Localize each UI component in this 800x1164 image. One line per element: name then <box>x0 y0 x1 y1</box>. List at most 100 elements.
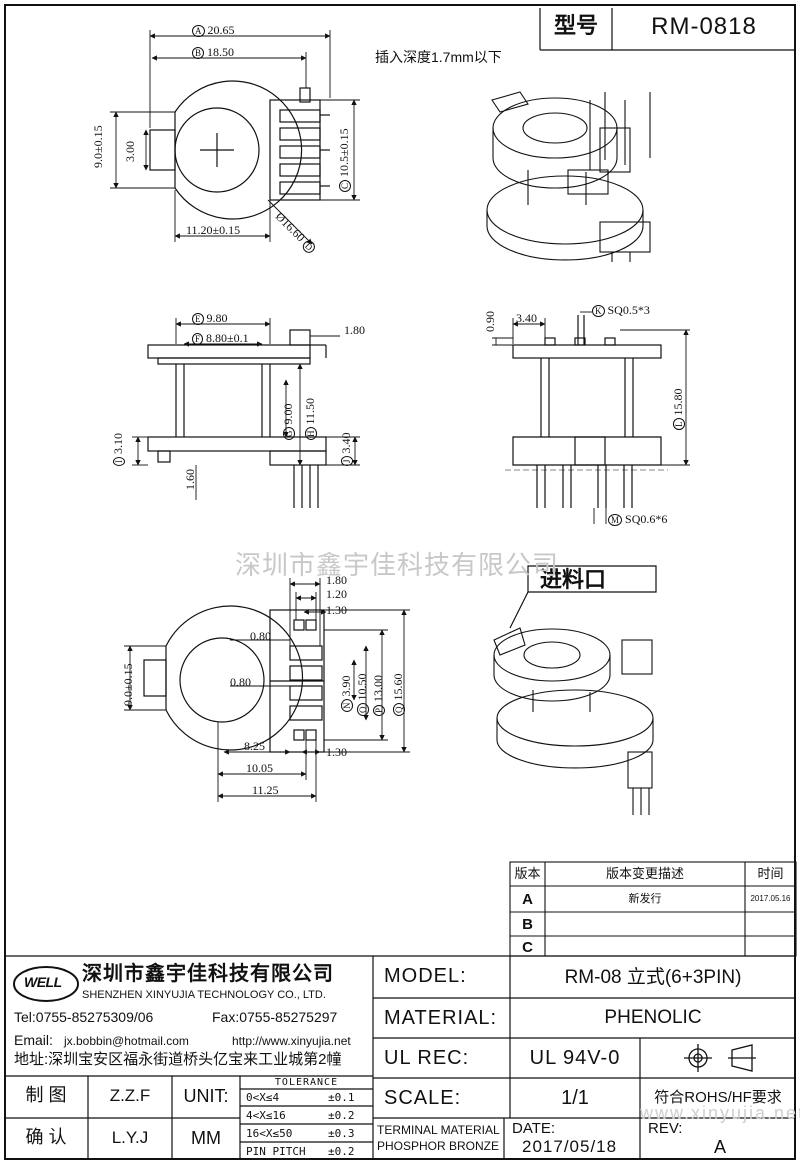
dim-F: 8.80±0.1 <box>206 331 249 345</box>
material-label: MATERIAL: <box>384 1007 498 1029</box>
date-label: DATE: <box>512 1120 556 1137</box>
circle-letter-Q: Q <box>393 703 405 716</box>
scale-label: SCALE: <box>384 1087 462 1109</box>
date-value: 2017/05/18 <box>522 1137 618 1156</box>
tolerance-range: 4<X≤16 <box>246 1109 286 1122</box>
rev-date-a: 2017.05.16 <box>750 894 791 903</box>
projection-symbol <box>684 1044 756 1072</box>
isometric-view-bottom <box>493 627 654 815</box>
tolerance-range: 16<X≤50 <box>246 1127 293 1140</box>
dim-t: 0.90 <box>483 311 497 332</box>
dim-Q: 15.60 <box>391 673 405 701</box>
feed-mouth-label: 进料口 <box>540 567 607 592</box>
dim-e: 0.80 <box>230 675 251 689</box>
company-fax: Fax:0755-85275297 <box>212 1009 338 1025</box>
drawing-sheet <box>4 4 796 1160</box>
rev-header-date: 时间 <box>757 866 784 881</box>
dim-K: SQ0.5*3 <box>607 303 650 317</box>
circle-letter-A: A <box>192 25 205 37</box>
dim-G: 9.00 <box>281 403 295 425</box>
circle-letter-E: E <box>192 313 204 325</box>
company-name-cn: 深圳市鑫宇佳科技有限公司 <box>82 963 334 985</box>
draw-label: 制 图 <box>25 1085 67 1105</box>
company-logo-outline <box>13 966 79 1002</box>
dim-M: SQ0.6*6 <box>625 512 668 526</box>
circle-letter-P: P <box>373 704 385 716</box>
circle-letter-J: J <box>341 456 353 466</box>
side-view <box>512 315 662 508</box>
header-label: 型号 <box>553 13 598 38</box>
scale-value: 1/1 <box>561 1087 589 1109</box>
dim-A: 20.65 <box>207 23 235 37</box>
dim-w2: 11.20±0.15 <box>186 223 241 237</box>
dim-g: 1.30 <box>326 745 347 759</box>
model-value: RM-08 立式(6+3PIN) <box>564 967 742 988</box>
draw-value: Z.Z.F <box>109 1086 151 1105</box>
dim-h: 9.0±0.15 <box>121 663 135 706</box>
rev-value: A <box>713 1137 726 1157</box>
dim-j: 11.25 <box>252 783 279 797</box>
tolerance-value: ±0.3 <box>328 1127 355 1140</box>
company-email: jx.bobbin@hotmail.com <box>64 1034 189 1048</box>
dim-c: 1.30 <box>326 603 347 617</box>
circle-letter-O: O <box>357 703 369 716</box>
dim-B: 18.50 <box>207 45 235 59</box>
check-value: L.Y.J <box>111 1128 149 1147</box>
dim-f: 8.25 <box>244 739 265 753</box>
unit-label: UNIT: <box>183 1086 229 1106</box>
company-website: http://www.xinyujia.net <box>232 1034 351 1048</box>
table-row: C <box>522 939 533 956</box>
circle-letter-M: M <box>608 514 623 526</box>
circle-letter-G: G <box>283 427 295 440</box>
model-number: RM-0818 <box>651 13 757 40</box>
ulrec-label: UL REC: <box>384 1047 470 1069</box>
unit-value: MM <box>191 1128 221 1148</box>
dim-b: 1.60 <box>183 469 197 490</box>
rev-header-ver: 版本 <box>514 866 541 881</box>
model-label: MODEL: <box>384 965 467 987</box>
company-email-label: Email: <box>14 1032 53 1048</box>
rev-label: REV: <box>648 1120 683 1137</box>
terminal-material-label: TERMINAL MATERIAL <box>377 1123 500 1137</box>
dim-H: 11.50 <box>303 397 317 425</box>
front-view <box>147 329 327 508</box>
tolerance-value: ±0.1 <box>328 1091 355 1104</box>
tolerance-title: TOLERANCE <box>274 1077 339 1088</box>
company-logo: WELL <box>24 974 62 990</box>
table-row: A <box>522 891 533 908</box>
material-value: PHENOLIC <box>604 1007 702 1028</box>
circle-letter-I: I <box>113 457 125 466</box>
circle-letter-H: H <box>305 427 317 440</box>
company-address: 地址:深圳宝安区福永街道桥头亿宝来工业城第2幢 <box>14 1051 342 1068</box>
terminal-material-value: PHOSPHOR BRONZE <box>377 1139 500 1153</box>
top-view <box>149 80 330 220</box>
rev-header-desc: 版本变更描述 <box>605 866 684 881</box>
dim-a: 1.80 <box>326 573 347 587</box>
compliance-note: 符合ROHS/HF要求 <box>654 1089 782 1106</box>
check-label: 确 认 <box>25 1127 67 1147</box>
tolerance-value: ±0.2 <box>328 1145 355 1158</box>
insertion-note: 插入深度1.7mm以下 <box>375 49 502 65</box>
dim-N: 3.90 <box>339 675 353 697</box>
company-tel: Tel:0755-85275309/06 <box>14 1009 154 1025</box>
tolerance-value: ±0.2 <box>328 1109 355 1122</box>
dim-h1: 9.0±0.15 <box>91 125 105 168</box>
company-name-en: SHENZHEN XINYUJIA TECHNOLOGY CO., LTD. <box>82 989 326 1001</box>
isometric-view-top <box>486 91 651 262</box>
circle-letter-C: C <box>339 179 351 192</box>
table-row: B <box>522 916 533 933</box>
watermark-url: www.xinyujia.net <box>640 1103 800 1123</box>
tolerance-range: PIN PITCH <box>246 1145 306 1158</box>
circle-letter-L: L <box>673 418 685 430</box>
circle-letter-K: K <box>592 305 605 317</box>
dim-C: 10.5±0.15 <box>337 128 351 177</box>
dim-i: 10.05 <box>246 761 273 775</box>
dim-p: 1.80 <box>344 323 365 337</box>
dim-b2: 1.20 <box>326 587 347 601</box>
circle-letter-B: B <box>192 47 205 59</box>
watermark: 深圳市鑫宇佳科技有限公司 <box>235 550 560 580</box>
dim-O: 10.50 <box>355 673 369 701</box>
dim-w1: 3.00 <box>123 141 137 162</box>
dim-P: 13.00 <box>371 674 385 702</box>
